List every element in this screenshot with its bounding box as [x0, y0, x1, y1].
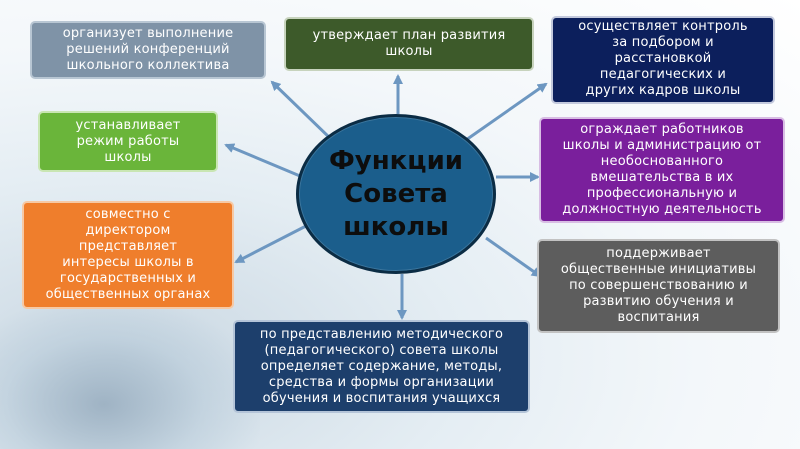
- background-decoration: [0, 300, 260, 449]
- box-controls: осуществляет контроль за подбором и расс…: [551, 16, 775, 104]
- box-supports-text: поддерживает общественные инициативы по …: [560, 246, 757, 325]
- box-supports: поддерживает общественные инициативы по …: [537, 239, 780, 333]
- arrow-to-controls: [465, 82, 548, 142]
- box-defines: по представлению методического (педагоги…: [233, 320, 530, 413]
- box-defines-text: по представлению методического (педагоги…: [259, 326, 504, 406]
- box-controls-text: осуществляет контроль за подбором и расс…: [578, 19, 748, 98]
- box-regime-text: устанавливает режим работы школы: [75, 117, 181, 165]
- box-protects-text: ограждает работников школы и администрац…: [562, 122, 762, 217]
- box-approves-text: утверждает план развития школы: [312, 28, 506, 59]
- box-approves: утверждает план развития школы: [284, 17, 534, 71]
- box-organizes: организует выполнение решений конференци…: [30, 21, 266, 79]
- box-organizes-text: организует выполнение решений конференци…: [62, 26, 234, 73]
- box-represents-text: совместно с директором представляет инте…: [45, 207, 211, 302]
- arrow-to-regime: [224, 143, 301, 178]
- box-represents: совместно с директором представляет инте…: [22, 201, 234, 309]
- arrow-to-organizes: [270, 80, 334, 142]
- box-protects: ограждает работников школы и администрац…: [539, 117, 785, 223]
- arrow-to-supports: [485, 236, 542, 278]
- box-regime: устанавливает режим работы школы: [38, 111, 218, 172]
- arrow-to-represents: [234, 224, 307, 264]
- center-title: Функции Совета школы: [296, 114, 496, 274]
